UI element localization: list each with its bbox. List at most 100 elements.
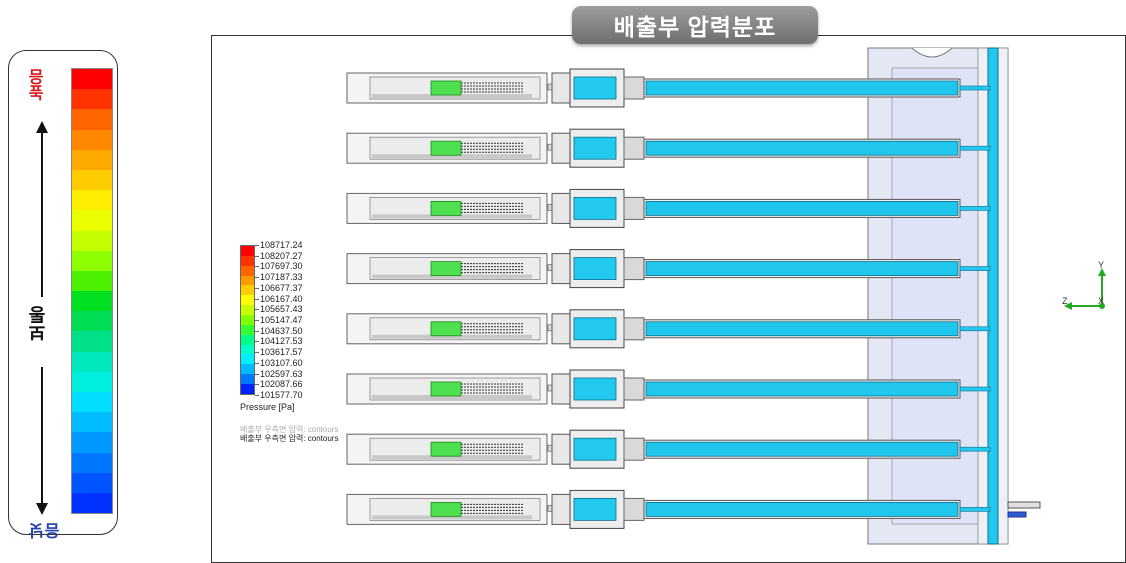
pipe-flange [623, 317, 645, 341]
outlet-low-pressure [1007, 511, 1027, 518]
intensity-band [72, 169, 112, 191]
intensity-band [72, 371, 112, 392]
fitting-flow [573, 196, 617, 220]
pressure-tick-label: 101577.70 [260, 390, 303, 400]
branch-flow [959, 446, 991, 452]
pressure-tick-mark [255, 341, 259, 342]
pressure-band [241, 315, 254, 325]
pipe-flange [623, 497, 645, 521]
nozzle-rail [372, 455, 532, 460]
branch-flow [959, 266, 991, 271]
pressure-tick-mark [255, 384, 259, 385]
pressure-tick-label: 105147.47 [260, 315, 303, 325]
pressure-tick-label: 108207.27 [260, 251, 303, 261]
intensity-band [72, 291, 112, 312]
pressure-tick-mark [255, 363, 259, 364]
intensity-band [72, 331, 112, 352]
arrow-down-icon [36, 503, 48, 515]
fitting-nut [551, 313, 571, 345]
pressure-tick-label: 104637.50 [260, 326, 303, 336]
pressure-tick-mark [255, 245, 259, 246]
intensity-band [72, 69, 112, 90]
pressure-band [241, 285, 254, 296]
intensity-band [72, 210, 112, 231]
arrow-up-shaft [41, 131, 43, 297]
intensity-band [72, 452, 112, 473]
fitting-flow [573, 317, 617, 341]
pressure-band [241, 374, 254, 385]
intensity-band [72, 311, 112, 332]
nozzle-rail [372, 154, 532, 159]
intensity-band [72, 392, 112, 413]
fitting-flow [573, 257, 617, 281]
contour-caption: 배출부 우측면 압력: contours [240, 434, 339, 443]
pressure-tick-label: 108717.24 [260, 240, 303, 250]
page-title: 배출부 압력분포 [572, 6, 818, 44]
nozzle-green-core [430, 140, 462, 156]
branch-flow [959, 386, 991, 392]
pressure-band [241, 295, 254, 306]
pressure-tick-label: 103107.60 [260, 358, 303, 368]
pipe-flow [645, 381, 959, 397]
nozzle-green-core [430, 381, 462, 397]
pressure-tick-mark [255, 277, 259, 278]
discharge-model-svg [346, 47, 1041, 545]
pressure-color-bar [240, 245, 255, 395]
fitting-flow [573, 76, 617, 100]
branch-flow [959, 85, 991, 91]
collector-pipe [987, 47, 999, 545]
fitting-nut [551, 373, 571, 405]
pressure-band [241, 344, 254, 355]
fitting-flow [573, 497, 617, 521]
high-label: 높음 [30, 69, 47, 101]
intensity-band [72, 109, 112, 130]
nozzle-rail [372, 395, 532, 399]
axis-triad-svg [1064, 268, 1106, 310]
mid-label: 보통 [28, 306, 48, 342]
pipe-flow [645, 321, 959, 337]
axis-y-label: Y [1098, 260, 1105, 270]
arrow-down-shaft [41, 367, 43, 505]
pressure-tick-label: 103617.57 [260, 347, 303, 357]
low-label: 낮음 [30, 523, 63, 539]
pressure-tick-label: 107187.33 [260, 272, 303, 282]
pressure-tick-mark [255, 352, 259, 353]
fitting-nut [551, 132, 571, 164]
pressure-tick-mark [255, 331, 259, 332]
fitting-flow [573, 437, 617, 461]
nozzle-green-core [430, 321, 462, 337]
pipe-flow [645, 200, 959, 216]
pressure-band [241, 255, 254, 266]
nozzle-rail [372, 334, 532, 339]
axis-triad-icon: Y Z X [1060, 260, 1110, 320]
pressure-tick-label: 102087.66 [260, 379, 303, 389]
axis-z-label: Z [1062, 296, 1068, 306]
branch-flow [959, 206, 991, 211]
pressure-band [241, 275, 254, 286]
pressure-tick-mark [255, 374, 259, 375]
pressure-tick-label: 102597.63 [260, 369, 303, 379]
pressure-tick-mark [255, 320, 259, 321]
fitting-nut [551, 493, 571, 525]
pressure-band [241, 324, 254, 335]
intensity-band [72, 432, 112, 453]
arrow-up-icon [36, 121, 48, 133]
pressure-tick-mark [255, 266, 259, 267]
intensity-legend-card: 높음 보통 낮음 [8, 50, 118, 539]
pressure-tick-label: 107697.30 [260, 261, 303, 271]
intensity-band [72, 492, 112, 514]
intensity-band [72, 412, 112, 433]
nozzle-green-core [430, 80, 462, 96]
pipe-flange [623, 136, 645, 160]
intensity-band [72, 129, 112, 150]
fitting-flow [573, 136, 617, 160]
pressure-band [241, 354, 254, 365]
nozzle-rail [372, 94, 532, 98]
pressure-band [241, 364, 254, 375]
pressure-tick-label: 106677.37 [260, 283, 303, 293]
pressure-band [241, 305, 254, 316]
fitting-nut [551, 72, 571, 104]
intensity-band [72, 230, 112, 251]
